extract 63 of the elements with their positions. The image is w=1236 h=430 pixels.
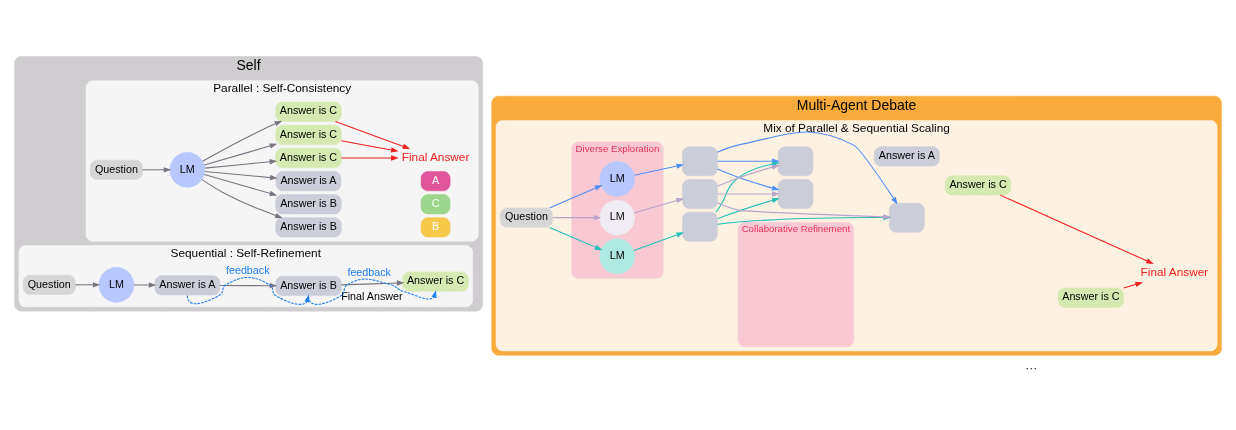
arrow [340,279,405,286]
node-box: Answer is B [275,193,342,214]
arrow [340,139,399,153]
node-box: Answer is A [275,170,342,191]
arrow [142,166,172,172]
node-text: Final Answer [401,149,470,164]
arrow [202,120,283,162]
arrow [201,178,283,218]
node-circle: LM [599,199,635,235]
node-box: Answer is C [402,271,469,292]
node-box: Answer is C [944,174,1012,195]
node-box: Answer is C [275,101,342,122]
node-box: Answer is C [1057,287,1124,308]
node-box: Question [500,207,553,228]
node-box: Answer is B [275,216,342,237]
arrow [340,154,399,161]
node-box [682,178,718,209]
arrow [716,131,898,204]
node-box: A [420,170,451,191]
arrow [717,197,780,219]
arrow [999,194,1154,264]
edge-label: feedback [347,265,391,278]
node-text: Final Answer [1140,264,1209,279]
arrow [717,190,780,197]
arrow [633,197,684,213]
arrow [307,278,437,305]
node-box: Question [22,274,76,295]
node-label: Final Answer [341,289,403,302]
node-box [777,178,814,209]
arrow [203,142,278,166]
node-box: Question [90,159,143,180]
node-circle: LM [599,160,635,197]
label: ··· [1025,360,1038,375]
arrow [715,161,780,213]
arrow [133,281,157,288]
arrow [1123,281,1144,289]
arrow [633,163,684,176]
node-box: C [420,193,451,214]
arrow [186,276,310,305]
arrow [204,158,278,169]
arrow [203,173,278,196]
node-box: Collaborative Refinement [737,221,854,347]
node-box [682,145,718,176]
node-box [777,145,814,176]
arrow [552,214,602,220]
node-circle: LM [599,238,635,274]
node-box: Answer is A [874,145,940,166]
arrow [74,281,101,287]
arrow [549,184,603,208]
node-box [682,211,718,242]
node-circle: LM [169,151,206,188]
node-box: B [420,216,451,237]
node-box: Answer is C [275,124,342,145]
arrow [633,231,684,251]
edge-label: feedback [225,263,270,276]
node-box [889,202,925,232]
node-box: Answer is C [275,147,342,168]
arrow [334,120,411,149]
node-box: Answer is A [154,274,221,295]
node-box: Answer is B [275,275,342,296]
node-circle: LM [98,266,135,303]
arrow [549,226,603,250]
arrow [204,170,278,180]
